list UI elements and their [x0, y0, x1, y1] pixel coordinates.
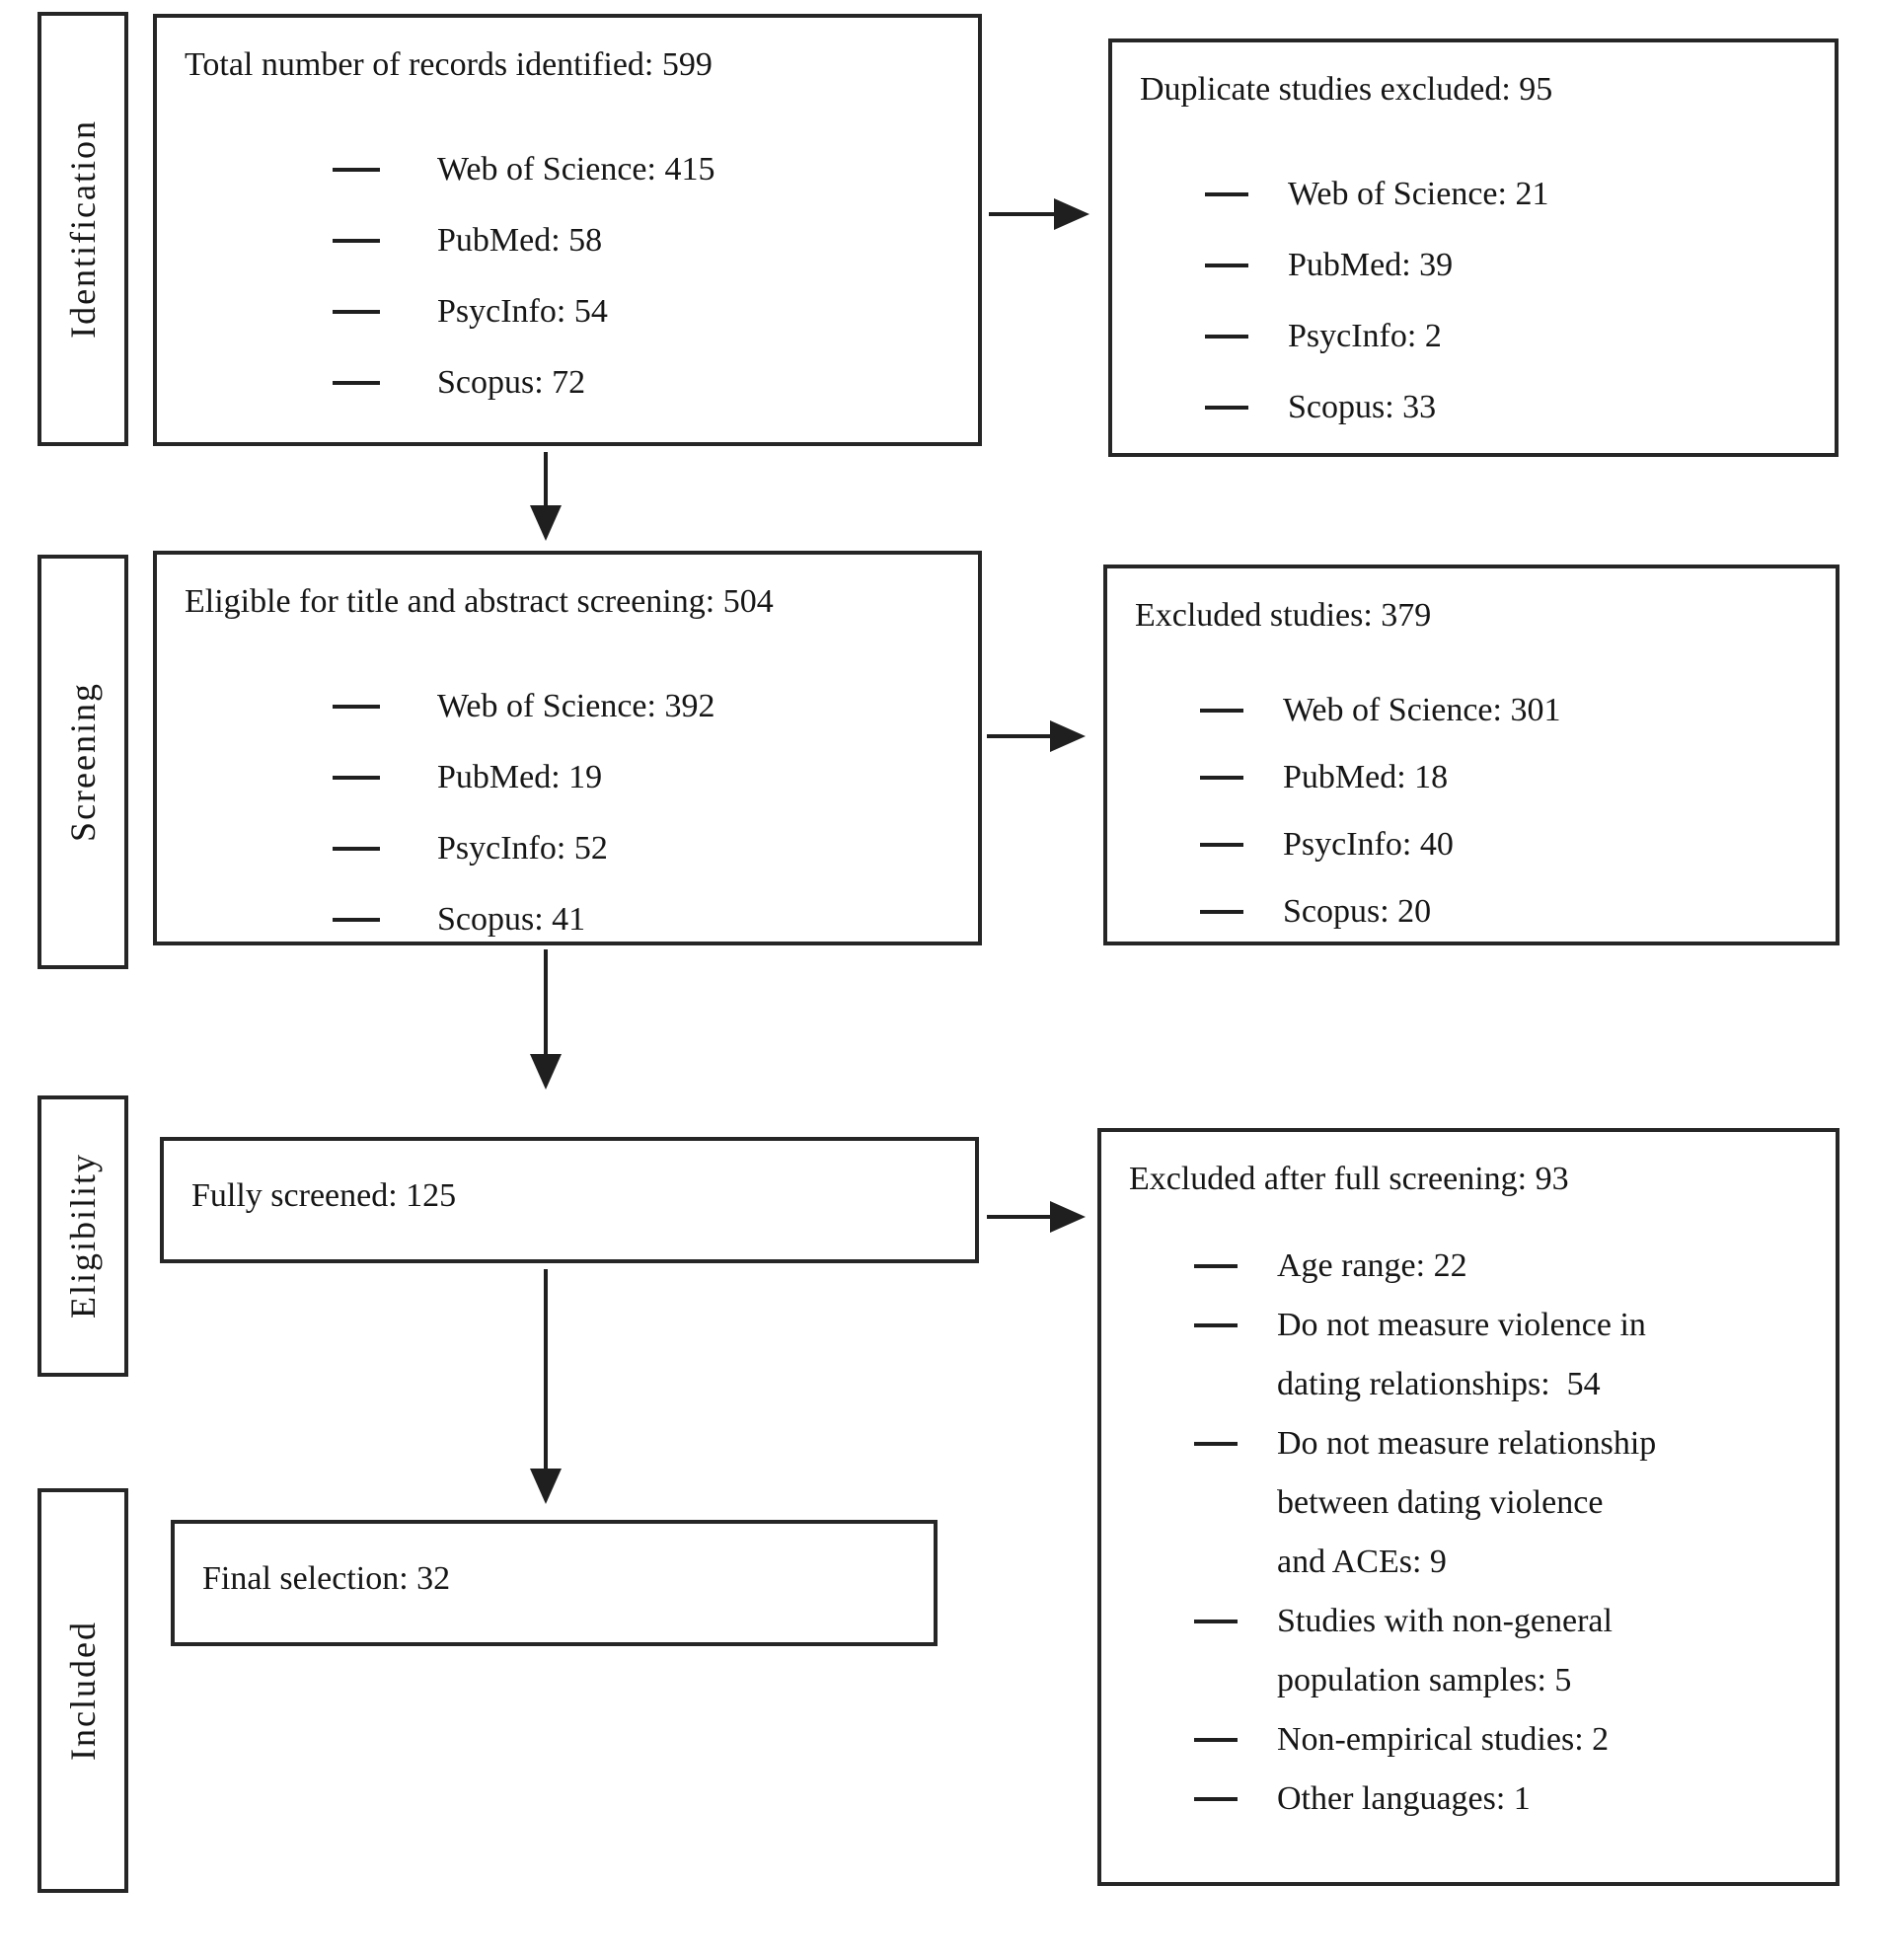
- list-item: Age range: 22: [1194, 1237, 1808, 1296]
- list-item: PubMed: 39: [1205, 230, 1807, 301]
- list-item: Studies with non-general population samp…: [1194, 1592, 1808, 1710]
- source-list: Web of Science: 21 PubMed: 39 PsycInfo: 2 S…: [1205, 159, 1807, 443]
- dash-bullet-icon: [333, 847, 380, 852]
- dash-bullet-icon: [1205, 335, 1248, 339]
- list-item-text: Web of Science: 21: [1288, 176, 1549, 213]
- stage-label-text: Included: [63, 1621, 103, 1761]
- dash-bullet-icon: [1194, 1264, 1238, 1269]
- list-item-text: PsycInfo: 54: [437, 293, 608, 331]
- box-records-identified: Total number of records identified: 599 …: [153, 14, 982, 446]
- list-item-text: Non-empirical studies: 2: [1277, 1721, 1610, 1759]
- dash-bullet-icon: [1200, 709, 1243, 714]
- box-title: Excluded studies: 379: [1135, 597, 1432, 634]
- box-title: Eligible for title and abstract screenin…: [185, 583, 774, 620]
- dash-bullet-icon: [1194, 1323, 1238, 1328]
- dash-bullet-icon: [1194, 1442, 1238, 1447]
- list-item-text: PsycInfo: 2: [1288, 318, 1442, 355]
- dash-bullet-icon: [1205, 264, 1248, 268]
- list-item: Web of Science: 392: [333, 671, 950, 742]
- dash-bullet-icon: [333, 918, 380, 923]
- list-item-text: PsycInfo: 40: [1283, 826, 1454, 864]
- list-item: Do not measure relationship between dati…: [1194, 1414, 1808, 1592]
- list-item: PubMed: 18: [1200, 744, 1808, 811]
- box-title: Excluded after full screening: 93: [1129, 1161, 1569, 1197]
- list-item: Web of Science: 21: [1205, 159, 1807, 230]
- list-item-text: Studies with non-general population samp…: [1277, 1603, 1613, 1699]
- list-item-text: Scopus: 72: [437, 364, 586, 402]
- dash-bullet-icon: [1200, 843, 1243, 848]
- list-item-text: Scopus: 41: [437, 901, 586, 939]
- dash-bullet-icon: [1200, 910, 1243, 915]
- box-final-selection: Final selection: 32: [171, 1520, 938, 1646]
- list-item: Web of Science: 301: [1200, 677, 1808, 744]
- dash-bullet-icon: [333, 239, 380, 244]
- list-item-text: Scopus: 33: [1288, 389, 1437, 426]
- box-eligible-screening: Eligible for title and abstract screenin…: [153, 551, 982, 945]
- box-duplicates-excluded: Duplicate studies excluded: 95 Web of Sc…: [1108, 38, 1839, 457]
- box-title: Duplicate studies excluded: 95: [1140, 71, 1553, 108]
- list-item: PsycInfo: 52: [333, 813, 950, 884]
- box-title: Final selection: 32: [202, 1560, 451, 1597]
- list-item: Scopus: 72: [333, 347, 950, 418]
- dash-bullet-icon: [1200, 776, 1243, 781]
- list-item: Scopus: 33: [1205, 372, 1807, 443]
- dash-bullet-icon: [1194, 1738, 1238, 1743]
- stage-label-screening: Screening: [38, 555, 128, 969]
- stage-label-text: Eligibility: [63, 1153, 103, 1319]
- box-excluded-after-full-screening: Excluded after full screening: 93 Age ra…: [1097, 1128, 1839, 1886]
- list-item-text: Web of Science: 415: [437, 151, 715, 188]
- dash-bullet-icon: [333, 310, 380, 315]
- list-item-text: Other languages: 1: [1277, 1780, 1531, 1818]
- list-item: PsycInfo: 40: [1200, 811, 1808, 878]
- box-title: Fully screened: 125: [191, 1177, 457, 1214]
- list-item-text: Scopus: 20: [1283, 893, 1432, 931]
- dash-bullet-icon: [1205, 406, 1248, 411]
- dash-bullet-icon: [333, 381, 380, 386]
- list-item: PubMed: 19: [333, 742, 950, 813]
- list-item-text: PsycInfo: 52: [437, 830, 608, 867]
- list-item-text: Web of Science: 392: [437, 688, 715, 725]
- list-item: Scopus: 41: [333, 884, 950, 955]
- stage-label-text: Screening: [63, 682, 103, 842]
- stage-label-included: Included: [38, 1488, 128, 1893]
- list-item: Non-empirical studies: 2: [1194, 1710, 1808, 1770]
- dash-bullet-icon: [333, 168, 380, 173]
- stage-label-text: Identification: [63, 119, 103, 339]
- dash-bullet-icon: [1205, 192, 1248, 197]
- list-item: PsycInfo: 54: [333, 276, 950, 347]
- list-item-text: PubMed: 18: [1283, 759, 1449, 796]
- dash-bullet-icon: [333, 705, 380, 710]
- list-item-text: Do not measure violence in dating relati…: [1277, 1307, 1646, 1403]
- box-fully-screened: Fully screened: 125: [160, 1137, 979, 1263]
- list-item-text: PubMed: 19: [437, 759, 603, 796]
- list-item: Do not measure violence in dating relati…: [1194, 1296, 1808, 1414]
- list-item-text: Age range: 22: [1277, 1247, 1467, 1285]
- list-item: Web of Science: 415: [333, 134, 950, 205]
- list-item-text: PubMed: 58: [437, 222, 603, 260]
- stage-label-eligibility: Eligibility: [38, 1095, 128, 1377]
- box-title: Total number of records identified: 599: [185, 46, 713, 83]
- stage-label-identification: Identification: [38, 12, 128, 446]
- exclusion-reason-list: Age range: 22 Do not measure violence in …: [1194, 1237, 1808, 1829]
- list-item: PubMed: 58: [333, 205, 950, 276]
- dash-bullet-icon: [1194, 1620, 1238, 1624]
- list-item-text: Do not measure relationship between dati…: [1277, 1425, 1657, 1581]
- list-item: PsycInfo: 2: [1205, 301, 1807, 372]
- list-item-text: Web of Science: 301: [1283, 692, 1561, 729]
- dash-bullet-icon: [333, 776, 380, 781]
- list-item: Other languages: 1: [1194, 1770, 1808, 1829]
- dash-bullet-icon: [1194, 1797, 1238, 1802]
- box-excluded-studies: Excluded studies: 379 Web of Science: 30…: [1103, 565, 1839, 945]
- list-item-text: PubMed: 39: [1288, 247, 1454, 284]
- list-item: Scopus: 20: [1200, 878, 1808, 945]
